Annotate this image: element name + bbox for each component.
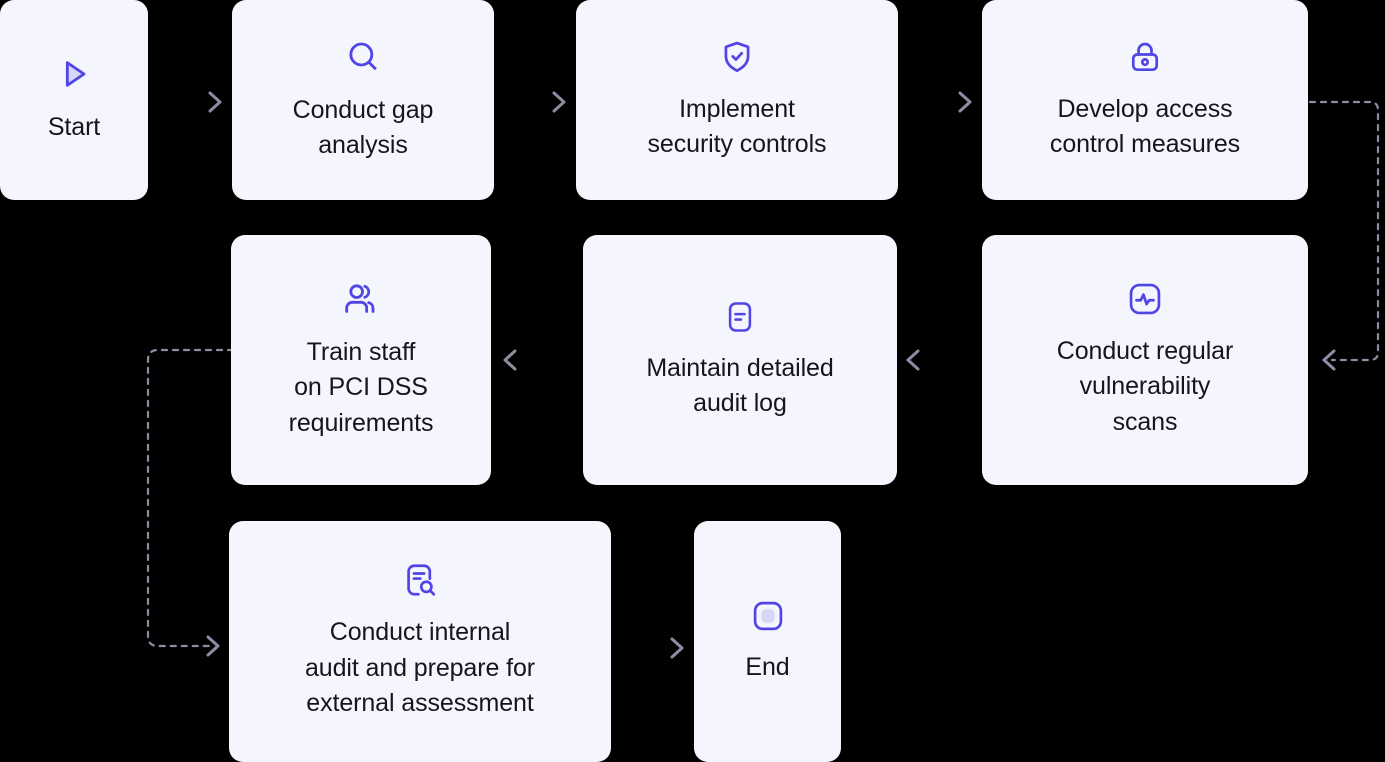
users-icon — [341, 279, 381, 319]
connector-training-to-internal — [146, 348, 235, 657]
connector-internal-to-end — [670, 637, 684, 659]
node-controls-label: Implement security controls — [647, 94, 827, 159]
connector-auditlog-to-training — [503, 349, 517, 371]
node-start[interactable]: Start — [0, 0, 148, 200]
connector-start-to-gap — [208, 91, 222, 113]
node-internal-label: Conduct internal audit and prepare for e… — [304, 618, 535, 718]
shield-check-icon — [718, 38, 756, 76]
document-icon — [722, 299, 758, 335]
node-conduct-internal-audit[interactable]: Conduct internal audit and prepare for e… — [229, 521, 611, 762]
node-conduct-gap-analysis[interactable]: Conduct gap analysis — [232, 0, 494, 200]
lock-icon — [1126, 38, 1164, 76]
node-access-label: Develop access control measures — [1049, 94, 1241, 159]
node-start-label: Start — [47, 113, 101, 142]
play-icon — [54, 54, 94, 94]
node-gap-label: Conduct gap analysis — [292, 95, 434, 160]
node-end[interactable]: End — [694, 521, 841, 762]
node-vulnerability-scans[interactable]: Conduct regular vulnerability scans — [982, 235, 1308, 485]
connector-scans-to-auditlog — [906, 349, 920, 371]
node-training-label: Train staff on PCI DSS requirements — [288, 337, 434, 437]
node-implement-security-controls[interactable]: Implement security controls — [576, 0, 898, 200]
connector-access-to-scans — [1308, 100, 1380, 371]
node-develop-access-control-measures[interactable]: Develop access control measures — [982, 0, 1308, 200]
file-search-icon — [401, 561, 439, 599]
stop-icon — [750, 598, 786, 634]
node-auditlog-label: Maintain detailed audit log — [646, 353, 834, 418]
connector-controls-to-access — [958, 91, 972, 113]
node-train-staff[interactable]: Train staff on PCI DSS requirements — [231, 235, 491, 485]
search-icon — [343, 37, 383, 77]
node-end-label: End — [745, 652, 790, 681]
activity-icon — [1126, 280, 1164, 318]
connector-gap-to-controls — [552, 91, 566, 113]
node-scans-label: Conduct regular vulnerability scans — [1056, 336, 1234, 436]
node-maintain-audit-log[interactable]: Maintain detailed audit log — [583, 235, 897, 485]
